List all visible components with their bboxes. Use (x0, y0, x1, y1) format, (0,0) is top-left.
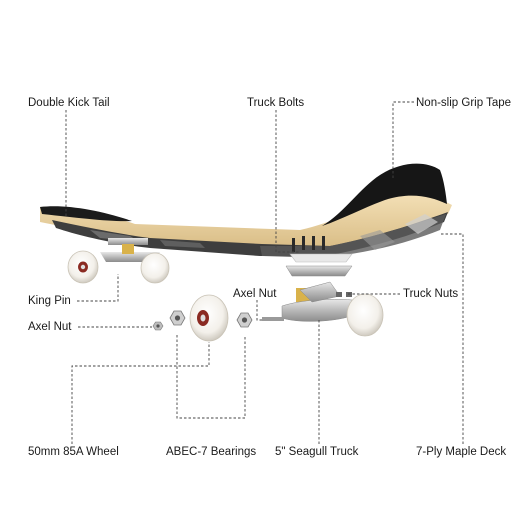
axel-nut (152, 321, 164, 331)
baseplate (285, 265, 353, 277)
label-grip-tape: Non-slip Grip Tape (416, 97, 512, 109)
label-bearings: ABEC-7 Bearings (166, 446, 257, 458)
label-wheel: 50mm 85A Wheel (28, 446, 119, 458)
bearing-right (236, 312, 253, 328)
rear-kingpin-bushing (122, 244, 134, 254)
leader-deck (440, 233, 464, 444)
leader-king-pin (77, 274, 119, 302)
leader-bearings (176, 335, 246, 419)
leader-wheel (71, 342, 210, 444)
rear-wheel-right (140, 252, 170, 284)
axle (262, 317, 284, 321)
truck-wheel (346, 293, 384, 337)
deck-wood-edge (40, 194, 452, 248)
deck-nose-grip (322, 163, 447, 226)
deck-tail-grip (40, 206, 132, 222)
leader-grip-tape (392, 101, 414, 178)
exploded-wheel (152, 294, 253, 342)
label-truck-bolts: Truck Bolts (247, 97, 305, 109)
rear-baseplate (108, 238, 148, 245)
bearing-left (169, 310, 186, 326)
exploded-truck (262, 253, 384, 337)
truck-bolts (292, 236, 325, 252)
leader-axel-nut-top (256, 300, 264, 321)
truck-nut-a (336, 292, 342, 297)
truck-nut-b (346, 292, 352, 297)
leader-truck-bolts (275, 110, 300, 253)
riser-pad (289, 253, 353, 263)
label-truck: 5" Seagull Truck (275, 446, 359, 458)
deck (40, 163, 452, 258)
label-axel-nut-left: Axel Nut (28, 321, 72, 333)
label-double-kick-tail: Double Kick Tail (28, 97, 110, 109)
leader-lines (65, 101, 464, 444)
label-truck-nuts: Truck Nuts (403, 288, 459, 300)
mounted-rear-truck (67, 238, 170, 284)
label-deck: 7-Ply Maple Deck (416, 446, 507, 458)
label-axel-nut-top: Axel Nut (233, 288, 277, 300)
label-king-pin: King Pin (28, 295, 71, 307)
